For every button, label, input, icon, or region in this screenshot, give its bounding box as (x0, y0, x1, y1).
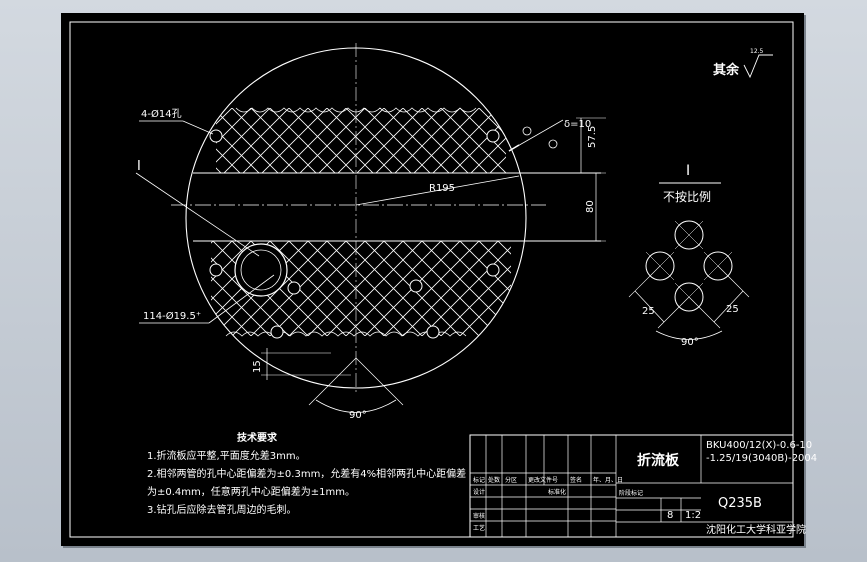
tb-col-count: 处数 (488, 476, 500, 484)
detail-hole-pattern (645, 220, 733, 312)
hole-callout-top: 4-Ø14孔 (141, 108, 182, 120)
hole-callout-bottom: 114-Ø19.5⁺ (143, 310, 201, 322)
part-name: 折流板 (637, 452, 680, 469)
tech-req-line-3: 为±0.4mm，任意两孔中心距偏差为±1mm。 (147, 485, 355, 498)
offset-dim: 57.5 (587, 126, 598, 148)
upper-tube-zone (216, 108, 506, 173)
tb-stage-label: 阶段标记 (619, 489, 643, 497)
drawing-number-1: BKU400/12(X)-0.6-10 (706, 440, 812, 451)
drawing-number-2: -1.25/19(3040B)-2004 (706, 453, 817, 464)
material: Q235B (718, 496, 762, 511)
title-block (469, 434, 794, 538)
tech-req-line-4: 3.钻孔后应除去管孔周边的毛刺。 (147, 503, 297, 516)
radius-label: R195 (429, 183, 455, 194)
tech-req-title: 技术要求 (237, 431, 278, 444)
roughness-value: 12.5 (750, 48, 764, 55)
tb-col-change: 更改文件号 (528, 476, 558, 484)
detail-title: I (686, 163, 690, 179)
angle-detail-dim: 90° (681, 337, 699, 348)
tb-col-zone: 分区 (505, 476, 517, 484)
drawing-frame (69, 21, 794, 538)
school-name: 沈阳化工大学科亚学院 (706, 523, 806, 536)
tech-req-line-2: 2.相邻两管的孔中心距偏差为±0.3mm，允差有4%相邻两孔中心距偏差 (147, 467, 466, 480)
pitch-right-dim: 25 (726, 304, 739, 315)
tb-row-mark: 标记 (473, 476, 485, 484)
quantity: 8 (667, 510, 673, 521)
technical-drawing: 4-Ø14孔 I 114-Ø19.5⁺ R195 δ=10 57.5 80 15… (69, 21, 817, 538)
surface-note-label: 其余 (713, 62, 740, 78)
scale: 1:2 (685, 510, 701, 521)
tb-col-standard: 标准化 (548, 488, 566, 496)
drawing-sheet: 4-Ø14孔 I 114-Ø19.5⁺ R195 δ=10 57.5 80 15… (61, 13, 817, 546)
tb-row-review: 审核 (473, 512, 485, 520)
tb-col-date: 年、月、日 (593, 476, 623, 484)
tb-row-process: 工艺 (473, 524, 485, 532)
pitch-left-dim: 25 (642, 306, 655, 317)
tech-req-line-1: 1.折流板应平整,平面度允差3mm。 (147, 449, 306, 462)
section-marker-label: I (137, 159, 141, 174)
height-dim: 80 (585, 200, 596, 213)
detail-scale-note: 不按比例 (663, 190, 711, 204)
tb-col-sign: 签名 (570, 476, 582, 484)
thickness-dim: δ=10 (564, 119, 591, 130)
tb-row-design: 设计 (473, 488, 485, 496)
spacing-dim: 15 (252, 360, 263, 373)
angle-main-dim: 90° (349, 410, 367, 421)
